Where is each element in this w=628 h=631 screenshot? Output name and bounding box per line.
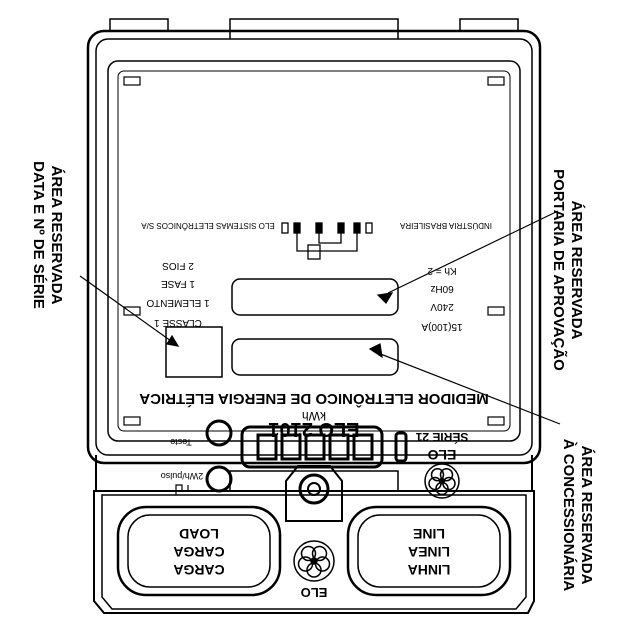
- spec-right: CLASSE 1 1 ELEMENTO 1 FASE 2 FIOS: [146, 260, 209, 328]
- elo-logo-top-icon: [293, 540, 335, 582]
- callout-concessionaria: ÁREA RESERVADA À CONCESSIONÁRIA: [560, 439, 595, 592]
- callout-conc-line2: À CONCESSIONÁRIA: [560, 439, 577, 592]
- terminal-left-labels: LINHA LINEA LINE: [408, 526, 451, 578]
- spec-class: CLASSE 1: [154, 317, 202, 328]
- callout-lines: [79, 210, 561, 425]
- spec-left: 15(100)A 240V 60Hz Kh = 2: [421, 265, 462, 332]
- terminal-left-line1: LINHA: [408, 562, 451, 578]
- meter-body: [86, 18, 542, 465]
- terminal-right-line2: CARGA: [173, 544, 224, 560]
- spec-phases: 1 FASE: [161, 278, 195, 289]
- series-label: SÉRIE 21: [415, 430, 468, 445]
- spec-wires: 2 FIOS: [162, 260, 194, 271]
- pulse-label: 2Wh/pulso: [161, 471, 204, 481]
- terminal-right-line1: CARGA: [173, 562, 224, 578]
- elo-emblem-icon: [424, 463, 460, 499]
- callout-portaria: ÁREA RESERVADA PORTARIA DE APROVAÇÃO: [550, 169, 585, 371]
- maker-left: ELO SISTEMAS ELETRÔNICOS S/A: [141, 221, 275, 230]
- callout-serie-line2: DATA E Nº DE SÉRIE: [30, 161, 47, 309]
- pulse-led: [205, 465, 233, 493]
- callout-portaria-line2: PORTARIA DE APROVAÇÃO: [550, 169, 568, 371]
- lcd-display: [240, 425, 408, 469]
- reserved-boxes: [165, 278, 399, 378]
- brand-top: ELO: [301, 585, 328, 600]
- spec-kh: Kh = 2: [427, 265, 457, 276]
- terminal-left-line3: LINE: [413, 526, 445, 542]
- meter-title: MEDIDOR ELETRÔNICO DE ENERGIA ELÉTRICA: [139, 390, 489, 408]
- spec-current: 15(100)A: [421, 321, 462, 332]
- wiring-schematic-icon: [281, 222, 373, 260]
- test-label: Teste: [170, 437, 192, 447]
- callout-serie: ÁREA RESERVADA DATA E Nº DE SÉRIE: [30, 161, 65, 309]
- unit-label: kWh: [302, 409, 326, 423]
- terminal-left-line2: LINEA: [408, 544, 450, 560]
- spec-voltage: 240V: [430, 301, 454, 312]
- callout-serie-line1: ÁREA RESERVADA: [48, 166, 65, 305]
- test-button[interactable]: [205, 419, 233, 447]
- spec-elements: 1 ELEMENTO: [146, 297, 209, 308]
- callout-conc-line1: ÁREA RESERVADA: [578, 446, 595, 585]
- spec-frequency: 60Hz: [430, 283, 453, 294]
- pulse-symbol-icon: [175, 484, 189, 495]
- brand-face: ELO: [428, 447, 457, 463]
- terminal-right-line3: LOAD: [179, 526, 219, 542]
- terminal-right-labels: CARGA CARGA LOAD: [173, 526, 224, 578]
- callout-portaria-line1: ÁREA RESERVADA: [568, 201, 585, 340]
- maker-right: INDÚSTRIA BRASILEIRA: [399, 221, 492, 230]
